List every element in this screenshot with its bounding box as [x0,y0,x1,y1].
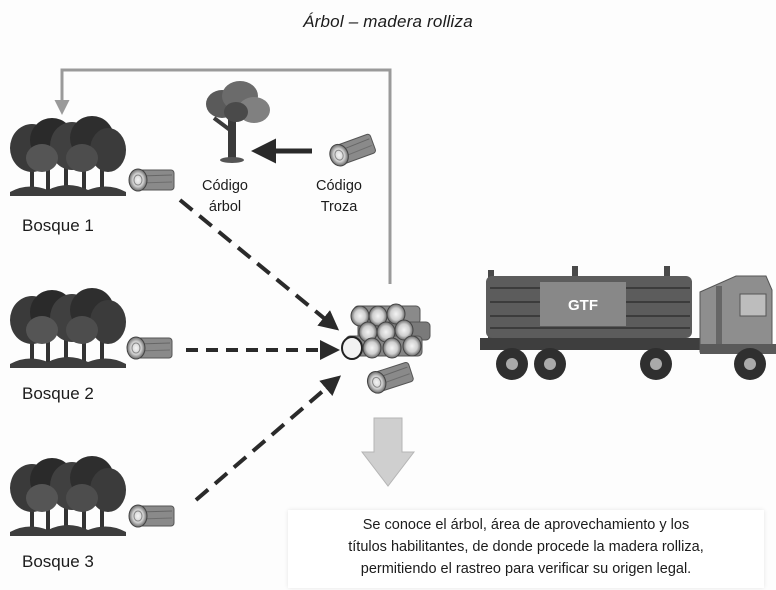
note-line: Se conoce el árbol, área de aprovechamie… [362,517,690,533]
log-code-label: Código Troza [316,178,362,215]
flow-arrow-bosque-1 [178,198,340,331]
tree-code-label: Código árbol [202,178,248,215]
log-icon [326,132,378,170]
truck-plate-label: GTF [568,297,598,314]
forest-icon [10,288,126,368]
note-line: títulos habilitantes, de donde procede l… [348,539,704,555]
bosque-2-label: Bosque 2 [22,384,94,403]
diagram-title: Árbol – madera rolliza [303,12,473,31]
forest-icon [10,456,126,536]
note-line: permitiendo el rastreo para verificar su… [360,561,692,577]
log-icon [128,504,175,528]
bosque-1-label: Bosque 1 [22,216,94,235]
down-arrow-icon [360,417,416,487]
flow-arrow-bosque-3 [194,375,342,502]
feedback-line [54,68,392,284]
tree-icon [206,81,270,163]
traceability-note: Se conoce el árbol, área de aprovechamie… [288,510,764,588]
bosque-3-label: Bosque 3 [22,552,94,571]
log-pile-icon [341,303,431,360]
truck-icon [480,266,776,380]
log-icon [128,168,175,192]
forest-icon [10,116,126,196]
log-icon [126,336,173,360]
log-icon [364,360,415,397]
